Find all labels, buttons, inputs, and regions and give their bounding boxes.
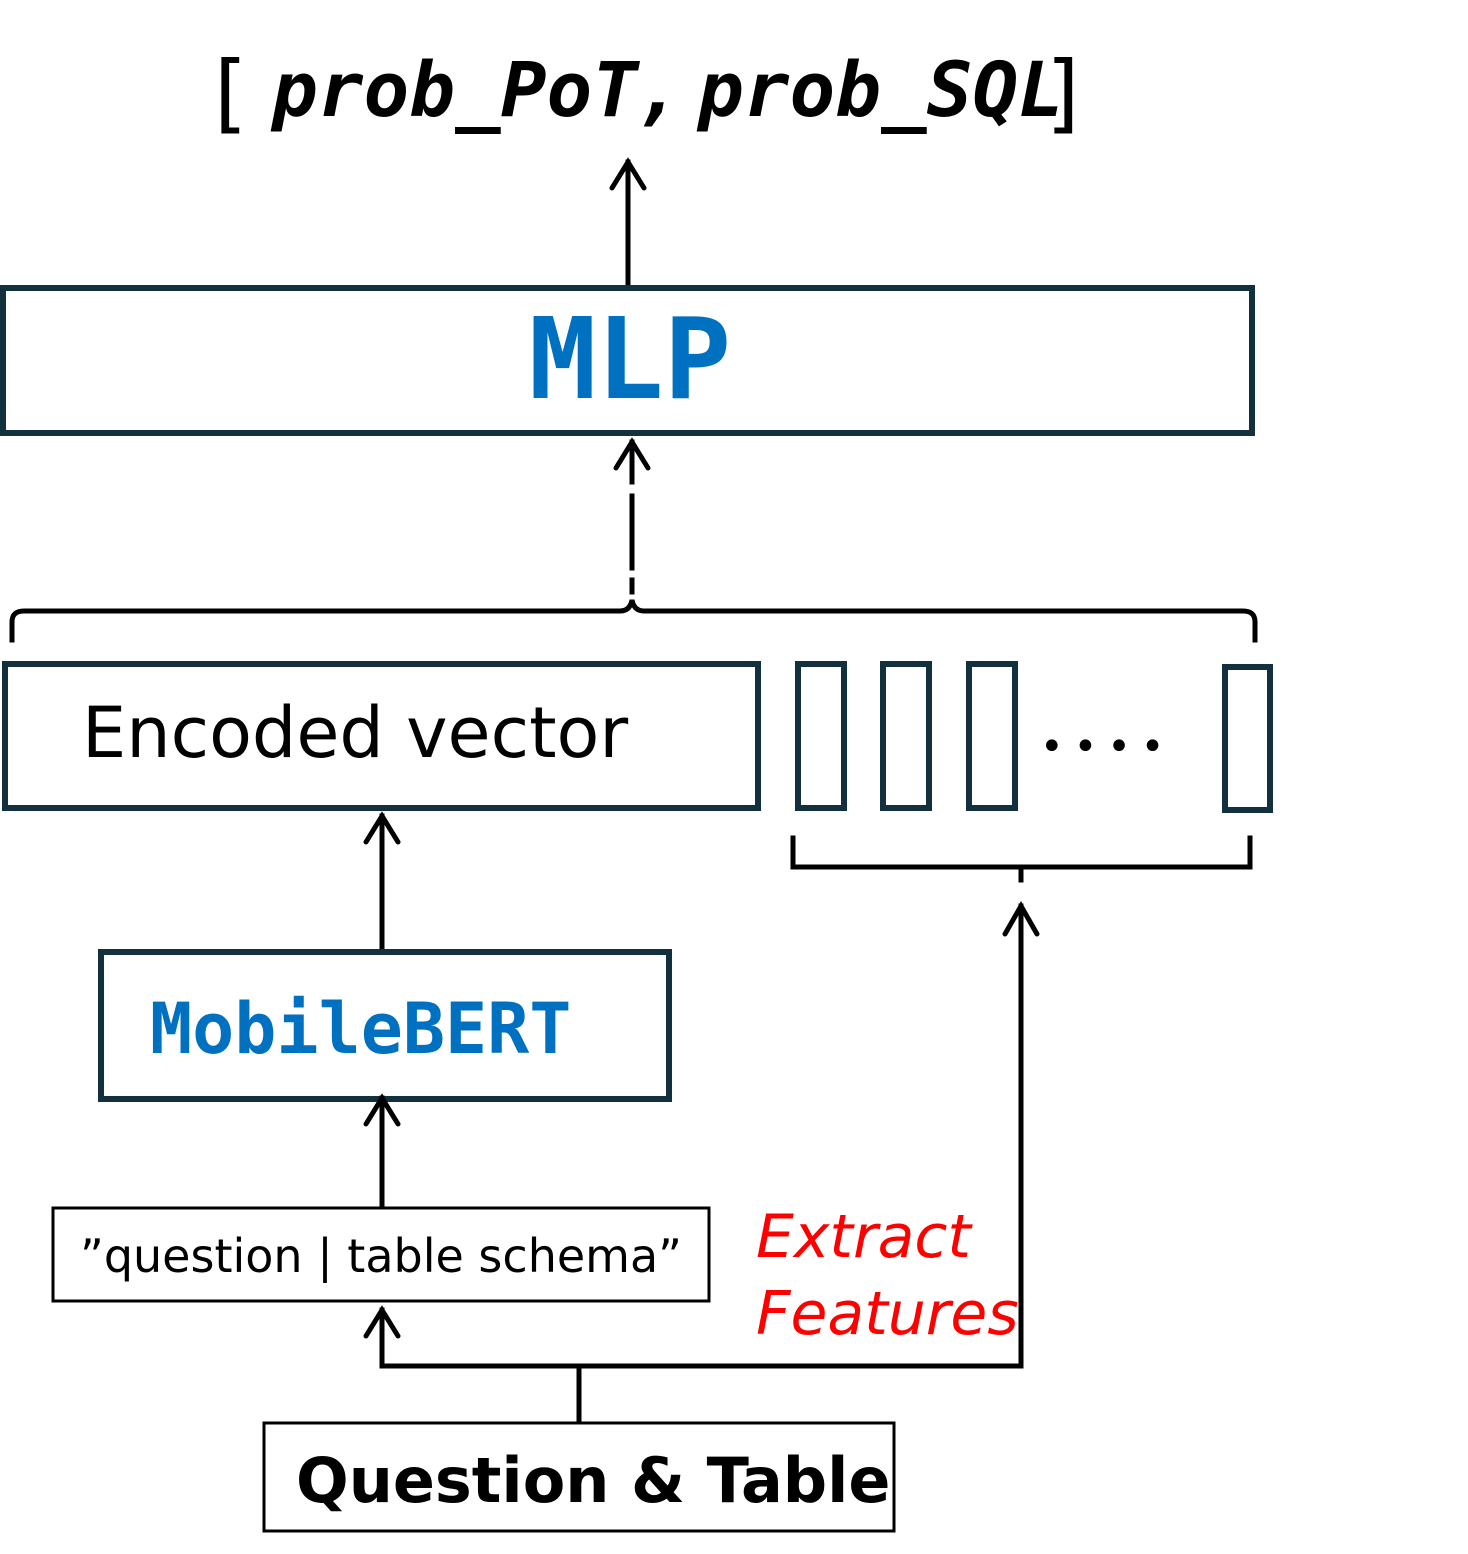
feature-ellipsis: •••• bbox=[1040, 724, 1174, 770]
extract-features-annotation: Extract Features bbox=[756, 1202, 1019, 1349]
encoded-vector-label: Encoded vector bbox=[82, 692, 628, 774]
output-probabilities: [ prob_PoT , prob_SQL ] bbox=[214, 43, 1080, 143]
output-comma: , bbox=[636, 45, 682, 134]
arrow-concat-to-mlp bbox=[613, 437, 651, 595]
input-text-label: ”question | table schema” bbox=[80, 1229, 682, 1284]
source-connectors bbox=[363, 900, 1040, 1423]
mobilebert-box: MobileBERT bbox=[98, 949, 672, 1102]
mobilebert-label: MobileBERT bbox=[150, 988, 571, 1070]
feature-cell bbox=[1222, 664, 1273, 813]
feature-cells: •••• bbox=[795, 661, 1273, 813]
source-label: Question & Table bbox=[296, 1444, 890, 1517]
features-brace bbox=[790, 835, 1253, 883]
extract-label: Extract bbox=[756, 1202, 973, 1272]
output-prob-sql: prob_SQL bbox=[696, 45, 1064, 134]
feature-cell bbox=[880, 661, 932, 811]
output-close-bracket: ] bbox=[1046, 43, 1080, 143]
arrow-input-to-bert bbox=[363, 1093, 401, 1208]
arrow-mlp-to-output bbox=[609, 157, 647, 288]
mlp-label: MLP bbox=[529, 295, 731, 425]
source-box: Question & Table bbox=[262, 1421, 896, 1533]
output-prob-pot: prob_PoT bbox=[270, 45, 640, 134]
encoded-vector-box: Encoded vector bbox=[2, 661, 761, 811]
features-label: Features bbox=[756, 1279, 1019, 1349]
feature-cell bbox=[966, 661, 1018, 811]
input-text-box: ”question | table schema” bbox=[51, 1206, 711, 1303]
output-open-bracket: [ bbox=[214, 43, 248, 143]
arrow-bert-to-encoded bbox=[363, 811, 401, 953]
concat-brace bbox=[9, 599, 1258, 643]
feature-cell bbox=[795, 661, 847, 811]
mlp-box: MLP bbox=[0, 285, 1255, 436]
